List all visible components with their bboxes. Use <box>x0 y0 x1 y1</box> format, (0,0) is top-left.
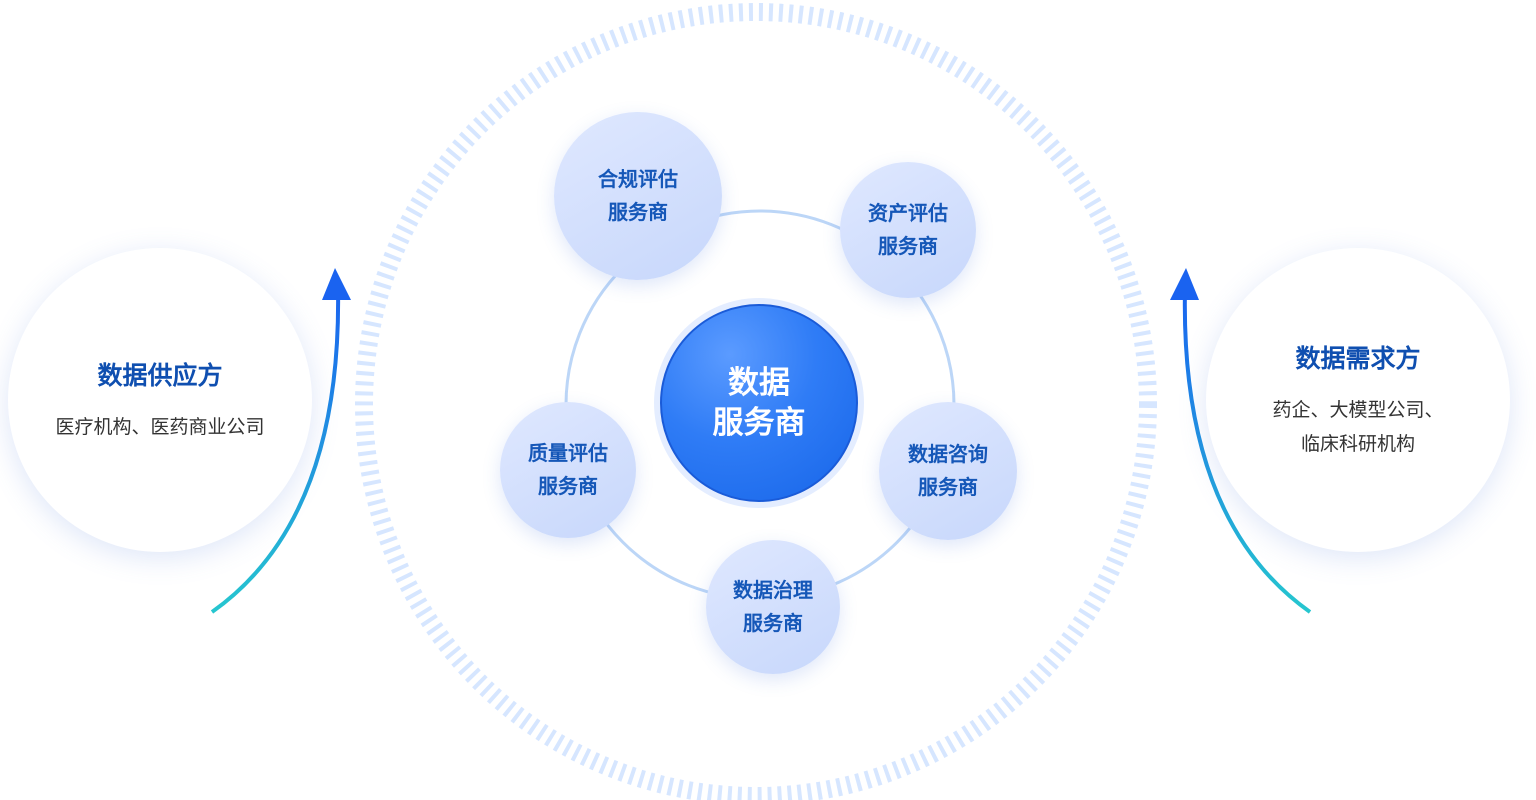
supply-side-title: 数据供应方 <box>97 361 223 390</box>
provider-data-consulting: 数据咨询 服务商 <box>879 402 1017 540</box>
demand-side-desc-line: 临床科研机构 <box>1300 433 1415 455</box>
core-circle: 数据 服务商 <box>660 304 858 502</box>
provider-label: 服务商 <box>918 475 978 499</box>
provider-label: 合规评估 <box>598 167 678 191</box>
provider-label: 资产评估 <box>868 201 948 225</box>
demand-side-desc-line: 药企、大模型公司、 <box>1272 399 1444 421</box>
provider-label: 服务商 <box>743 611 803 635</box>
demand-arrow-curve <box>1182 287 1312 614</box>
demand-side-circle: 数据需求方 药企、大模型公司、 临床科研机构 <box>1206 248 1510 552</box>
provider-label: 服务商 <box>538 474 598 498</box>
provider-data-governance: 数据治理 服务商 <box>706 540 840 674</box>
provider-quality-assessment: 质量评估 服务商 <box>500 402 636 538</box>
supply-side-circle: 数据供应方 医疗机构、医药商业公司 <box>8 248 312 552</box>
supply-side-desc: 医疗机构、医药商业公司 <box>55 410 264 444</box>
demand-side-title: 数据需求方 <box>1295 344 1421 373</box>
supply-side-desc-line: 医疗机构、医药商业公司 <box>55 416 265 438</box>
provider-compliance-assessment: 合规评估 服务商 <box>554 112 722 280</box>
provider-label: 数据咨询 <box>908 442 988 466</box>
provider-label: 服务商 <box>878 234 938 258</box>
core-label: 服务商 <box>712 405 806 441</box>
outer-dashed-ring <box>355 3 1157 800</box>
provider-label: 数据治理 <box>733 578 813 602</box>
core-label: 数据 <box>728 365 790 401</box>
supply-arrow-curve <box>210 287 341 614</box>
supply-arrow-head-icon <box>322 268 351 300</box>
provider-asset-assessment: 资产评估 服务商 <box>840 162 976 298</box>
provider-label: 质量评估 <box>528 441 608 465</box>
demand-side-desc: 药企、大模型公司、 临床科研机构 <box>1272 393 1443 461</box>
demand-arrow-head-icon <box>1170 268 1199 300</box>
provider-label: 服务商 <box>608 200 668 224</box>
